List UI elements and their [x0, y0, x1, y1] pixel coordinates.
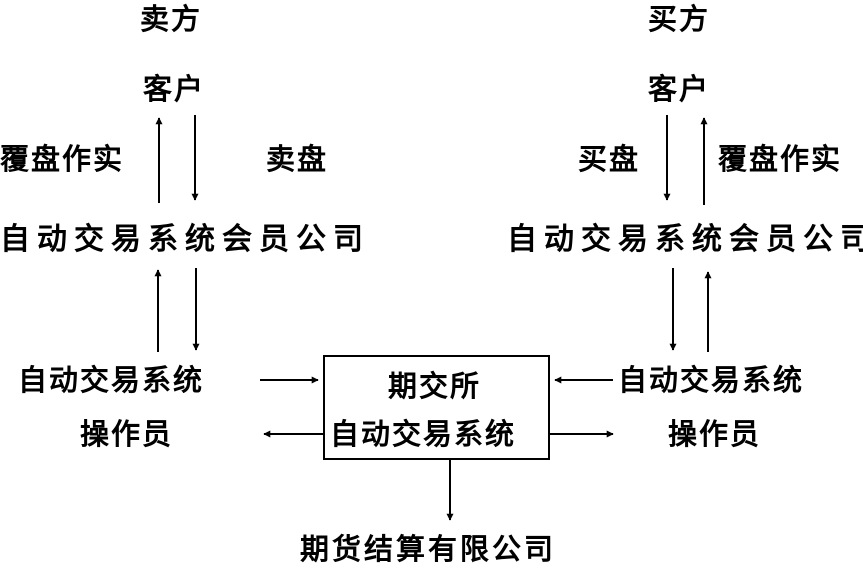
buyer-member-company: 自动交易系统会员公司	[507, 222, 863, 257]
buyer-down-label: 买盘	[578, 142, 641, 176]
clearing-company: 期货结算有限公司	[300, 532, 557, 566]
buyer-up-label: 覆盘作实	[718, 142, 843, 176]
buyer-client: 客户	[648, 72, 711, 106]
seller-title: 卖方	[140, 2, 203, 36]
seller-client: 客户	[143, 72, 206, 106]
buyer-title: 买方	[648, 2, 711, 36]
seller-operator-line1: 自动交易系统	[18, 363, 205, 397]
seller-member-company: 自动交易系统会员公司	[0, 222, 370, 257]
buyer-operator-line1: 自动交易系统	[618, 363, 805, 397]
exchange-system-box	[323, 355, 550, 460]
seller-up-label: 覆盘作实	[0, 142, 125, 176]
seller-operator-line2: 操作员	[80, 417, 174, 451]
buyer-operator-line2: 操作员	[668, 417, 762, 451]
seller-down-label: 卖盘	[266, 142, 329, 176]
exchange-line2: 自动交易系统	[330, 417, 517, 451]
exchange-line1: 期交所	[388, 369, 482, 403]
